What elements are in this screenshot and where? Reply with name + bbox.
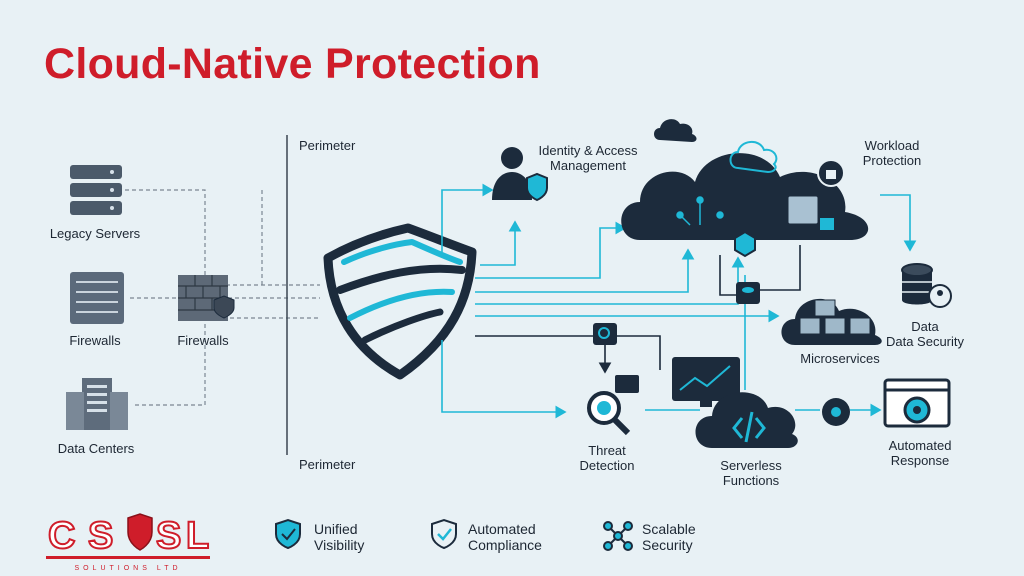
legacy-connectors [125, 189, 320, 406]
svg-text:S: S [156, 515, 181, 557]
company-logo: C S S L SOLUTIONS LTD [46, 513, 210, 572]
threat-label: Threat Detection [579, 443, 635, 473]
svg-text:SOLUTIONS LTD: SOLUTIONS LTD [74, 565, 181, 572]
svg-text:C: C [48, 515, 79, 557]
serverless-cloud-icon [695, 392, 798, 448]
iam-label: Identity & Access Management [538, 143, 638, 173]
database-icon [901, 263, 952, 308]
brick-wall-icon [178, 275, 235, 321]
serverless-label: Serverless Functions [720, 458, 782, 488]
footer-item-unified-visibility: Unified Visibility [314, 521, 365, 553]
perimeter-bottom-label: Perimeter [299, 457, 356, 472]
check-shield-icon [431, 518, 457, 550]
automation-window-icon [883, 378, 951, 428]
microservices-label: Microservices [800, 351, 880, 366]
magnifier-icon [587, 323, 639, 436]
shield-check-icon [275, 518, 301, 550]
flow-arrows [441, 183, 917, 419]
data-security-label: Data Data Security [885, 319, 965, 349]
cloud-icon [621, 119, 869, 258]
data-center-icon [66, 378, 128, 430]
firewall-tower-icon [70, 272, 124, 324]
microservices-cloud-icon [781, 298, 882, 345]
legacy-servers-label: Legacy Servers [49, 226, 141, 241]
firewalls-mid-label: Firewalls [177, 333, 229, 348]
footer-item-automated-compliance: Automated Compliance [468, 521, 542, 553]
user-icon [492, 147, 548, 202]
gear-icon [822, 398, 850, 426]
automated-response-label: Automated Response [888, 438, 952, 468]
workload-label: Workload Protection [862, 138, 922, 168]
perimeter-top-label: Perimeter [299, 138, 356, 153]
data-centers-label: Data Centers [57, 441, 135, 456]
svg-text:L: L [186, 515, 209, 557]
page-title: Cloud-Native Protection [44, 40, 541, 88]
firewalls-left-label: Firewalls [69, 333, 121, 348]
network-icon [603, 521, 633, 551]
database-chip-icon [736, 282, 760, 304]
monitor-icon [672, 357, 740, 407]
legacy-server-icon [70, 165, 122, 215]
svg-text:S: S [88, 515, 117, 557]
shield-icon [323, 223, 477, 380]
footer-item-scalable-security: Scalable Security [642, 521, 696, 553]
